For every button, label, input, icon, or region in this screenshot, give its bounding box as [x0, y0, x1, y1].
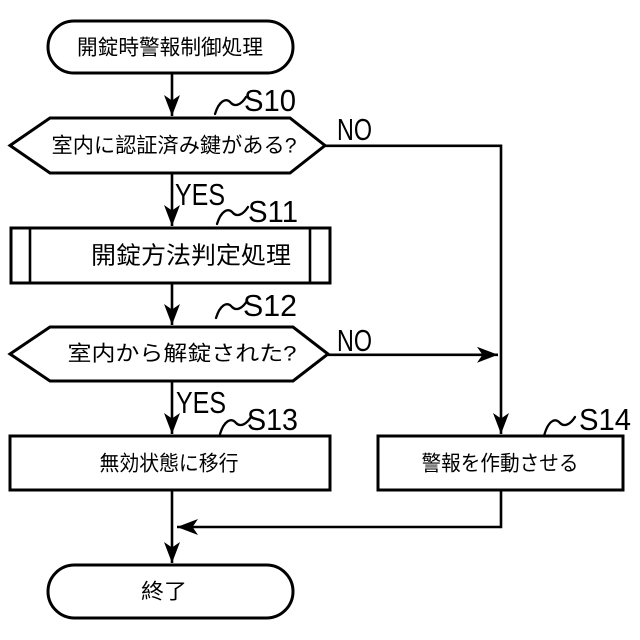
leader-squiggle-s12 [214, 299, 249, 320]
decision-s10-label: 室内に認証済み鍵がある? [52, 135, 297, 158]
connectors [164, 73, 509, 563]
yes-label-s10: YES [175, 177, 225, 212]
process-s14-label: 警報を作動させる [422, 453, 579, 476]
process-s13 [8, 434, 332, 492]
start-terminal-label: 開錠時警報制御処理 [77, 37, 263, 60]
leader-squiggle-s14 [542, 415, 577, 438]
no-label-s10: NO [337, 112, 372, 147]
yes-label-s12: YES [176, 385, 226, 420]
arrow-s10-no-to-s14 [325, 144, 509, 434]
decision-s12 [7, 325, 331, 383]
end-terminal [46, 563, 295, 620]
step-tag-s11: S11 [248, 194, 298, 229]
process-s14 [376, 434, 625, 492]
arrow-s14-to-merge [177, 490, 503, 535]
decision-s12-label: 室内から解錠された? [68, 343, 297, 366]
step-tag-s10: S10 [244, 83, 296, 118]
step-tag-s13: S13 [247, 402, 298, 437]
process-s13-label: 無効状態に移行 [100, 453, 239, 476]
decision-s10 [7, 116, 328, 175]
subroutine-s11-label: 開錠方法判定処理 [91, 243, 291, 270]
subroutine-s11 [9, 226, 332, 285]
step-tag-s14: S14 [579, 402, 631, 437]
start-terminal [46, 19, 295, 75]
no-label-s12: NO [337, 323, 372, 358]
leader-squiggle-s11 [215, 205, 250, 226]
end-terminal-label: 終了 [141, 581, 187, 604]
step-tag-s12: S12 [243, 288, 297, 323]
leader-squiggle-s13 [218, 415, 253, 436]
leader-squiggle-s10 [213, 95, 248, 116]
